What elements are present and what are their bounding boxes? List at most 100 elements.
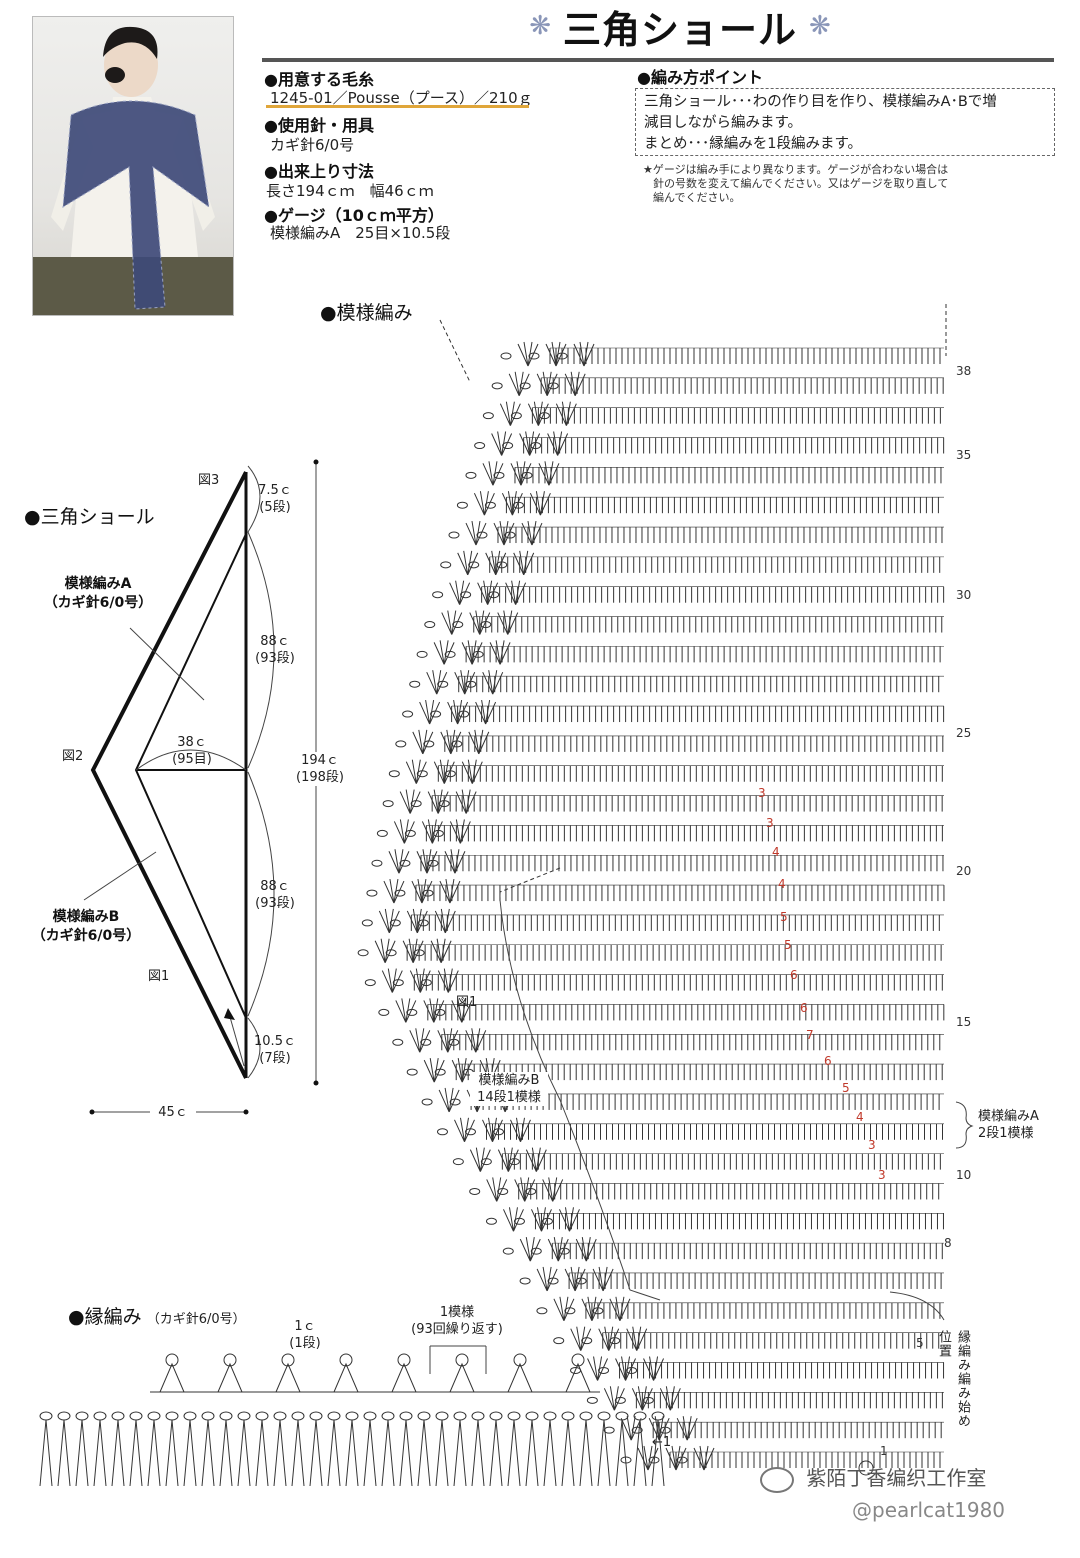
picot-stitch [430, 710, 442, 718]
picot-stitch [448, 531, 460, 539]
picot-stitch [500, 352, 512, 360]
fan-stitch [468, 729, 490, 755]
picot-stitch [424, 621, 436, 629]
picot-stitch [364, 979, 376, 987]
mid-sts: (95目) [172, 752, 212, 767]
edging-picot [165, 1411, 179, 1421]
fan-stitch [477, 580, 499, 605]
picot-stitch [465, 680, 477, 688]
picot-stitch [556, 352, 568, 360]
fan-stitch [587, 1356, 609, 1381]
edging-needle: （カギ針6/0号） [146, 1312, 246, 1327]
fan-stitch [449, 819, 471, 844]
picot-stitch [421, 1098, 433, 1106]
row-label-1: 1 [880, 1444, 888, 1458]
edging-picot [219, 1411, 233, 1421]
picot-stitch [361, 919, 373, 927]
picot-stitch [420, 1038, 432, 1046]
fan-stitch [409, 1028, 431, 1053]
edging-shell [333, 1362, 359, 1393]
fan-stitch [643, 1356, 665, 1381]
fan-stitch [399, 789, 421, 814]
fan-stitch [592, 1266, 614, 1292]
edging-shell [449, 1362, 475, 1393]
fan-stitch [493, 520, 515, 546]
picot-stitch [437, 680, 449, 688]
picot-stitch [432, 829, 444, 837]
edging-chain [471, 1419, 485, 1487]
edging-loop [165, 1353, 179, 1367]
picot-stitch [609, 1337, 621, 1345]
total-dimension: 194ｃ (198段) [292, 752, 348, 786]
picot-stitch [538, 412, 550, 420]
edging-shell [507, 1362, 533, 1393]
picot-stitch [392, 979, 404, 987]
count-label: 6 [824, 1054, 832, 1068]
fan-stitch [564, 371, 586, 397]
picot-stitch [416, 650, 428, 658]
fan-stitch [374, 938, 396, 963]
picot-stitch [399, 859, 411, 867]
picot-stitch [496, 561, 508, 569]
edging-chain [273, 1419, 287, 1487]
schematic-heading: ●三角ショール [24, 506, 155, 528]
edging-picot [615, 1411, 629, 1421]
edging-chain [201, 1419, 215, 1487]
edging-heading-row: ●縁編み （カギ針6/0号） [68, 1302, 246, 1329]
picot-stitch [564, 1307, 576, 1315]
picot-stitch [422, 889, 434, 897]
row-label-10: 10 [956, 1168, 972, 1182]
lower-dimension: 88ｃ (93段) [252, 878, 298, 912]
edging-loop [281, 1353, 295, 1367]
picot-stitch [480, 621, 492, 629]
edging-loop [571, 1353, 585, 1367]
fan-stitch [378, 908, 400, 934]
pattern-b-repeat-label: 模様編みB 14段1模様 [470, 1072, 548, 1106]
picot-stitch [547, 382, 559, 390]
picot-stitch [444, 650, 456, 658]
picot-stitch [504, 531, 516, 539]
fan-stitch [451, 1058, 473, 1083]
edging-chain [435, 1419, 449, 1487]
picot-stitch [575, 1277, 587, 1285]
picot-stitch [417, 919, 429, 927]
edging-size-label: 1ｃ (1段) [282, 1318, 328, 1352]
fan-stitch [499, 401, 521, 426]
fan-stitch [536, 1266, 558, 1292]
fan-stitch [631, 1386, 653, 1411]
fan-stitch [437, 1028, 459, 1053]
fan-stitch [455, 789, 477, 814]
picot-stitch [502, 1247, 514, 1255]
fan-stitch [553, 1296, 575, 1322]
edging-chain [327, 1419, 341, 1487]
edging-picot [435, 1411, 449, 1421]
edging-picot [39, 1411, 53, 1421]
fan-stitch [423, 1058, 445, 1083]
edging-chain [93, 1419, 107, 1487]
edging-chain [345, 1419, 359, 1487]
picot-stitch [357, 949, 369, 957]
picot-stitch [484, 501, 496, 509]
upper-dimension: 88ｃ (93段) [252, 633, 298, 667]
gauge-note-line-2: 針の号数を変えて編んでください。又はゲージを取り直して [653, 177, 949, 190]
picot-stitch [371, 859, 383, 867]
count-label: 7 [806, 1028, 814, 1042]
edging-picot [597, 1411, 611, 1421]
picot-stitch [541, 1217, 553, 1225]
picot-stitch [382, 800, 394, 808]
picot-stitch [530, 1247, 542, 1255]
edging-chain [489, 1419, 503, 1487]
picot-stitch [519, 382, 531, 390]
picot-stitch [519, 1277, 531, 1285]
edging-picot [345, 1411, 359, 1421]
row-label-20: 20 [956, 864, 972, 878]
edging-picot [579, 1411, 593, 1421]
picot-stitch [452, 621, 464, 629]
picot-stitch [558, 1247, 570, 1255]
edging-picot [327, 1411, 341, 1421]
edging-chain [615, 1419, 629, 1487]
picot-stitch [474, 442, 486, 450]
edging-picot [525, 1411, 539, 1421]
edging-repeat-name: 1模様 [439, 1305, 475, 1320]
fan-stitch [393, 819, 415, 844]
